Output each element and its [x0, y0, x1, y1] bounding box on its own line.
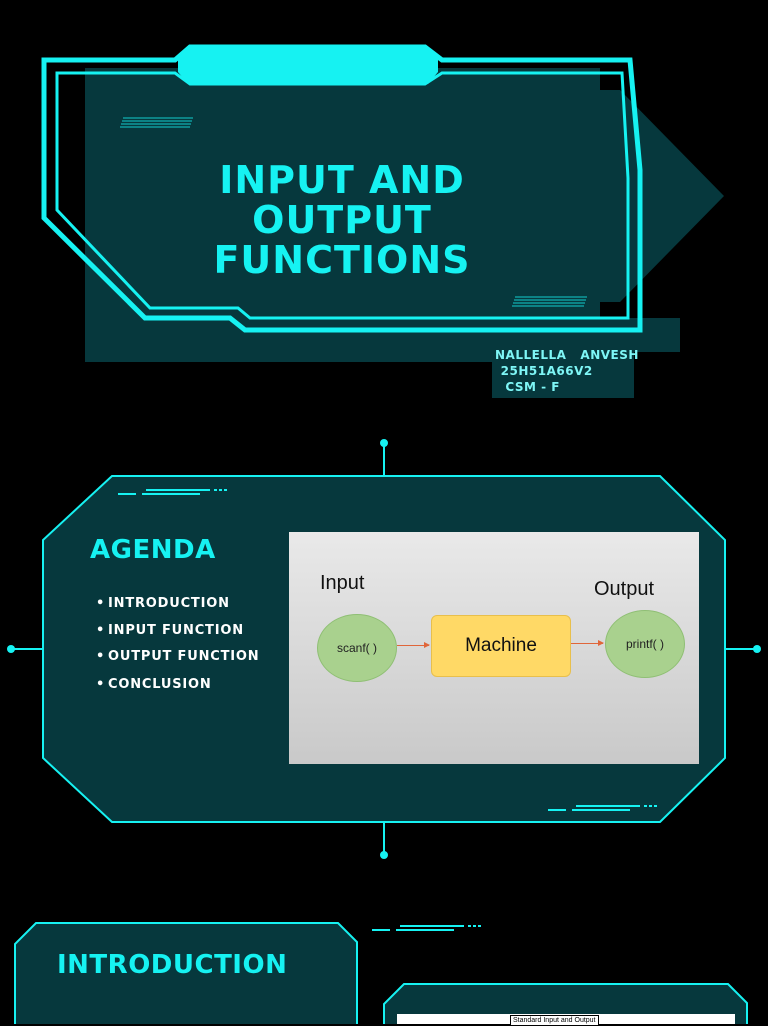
agenda-item: •OUTPUT FUNCTION	[96, 649, 260, 664]
title-line-3: FUNCTIONS	[213, 238, 471, 282]
author-name: NALLELLA ANVESH	[495, 348, 639, 362]
io-diagram: Input Output scanf( ) Machine printf( )	[289, 532, 699, 764]
agenda-item: •CONCLUSION	[96, 677, 212, 692]
author-roll-number: 25H51A66V2	[496, 364, 593, 378]
agenda-item-label: OUTPUT FUNCTION	[108, 649, 260, 664]
machine-node: Machine	[431, 615, 571, 677]
agenda-item: •INTRODUCTION	[96, 596, 230, 611]
agenda-item-label: CONCLUSION	[108, 677, 212, 692]
arrow-icon	[571, 640, 604, 646]
title-line-2: OUTPUT	[252, 198, 432, 242]
agenda-item-label: INTRODUCTION	[108, 596, 230, 611]
thumbnail-caption: Standard Input and Output	[510, 1015, 599, 1026]
diagram-input-label: Input	[320, 572, 365, 594]
agenda-heading: AGENDA	[90, 535, 216, 565]
author-section: CSM - F	[496, 380, 561, 394]
scanf-node: scanf( )	[317, 614, 397, 682]
printf-node: printf( )	[605, 610, 685, 678]
arrow-icon	[397, 642, 430, 648]
agenda-item: •INPUT FUNCTION	[96, 623, 244, 638]
introduction-heading: INTRODUCTION	[57, 950, 288, 980]
agenda-item-label: INPUT FUNCTION	[108, 623, 244, 638]
diagram-output-label: Output	[594, 578, 655, 600]
title-line-1: INPUT AND	[219, 158, 465, 202]
